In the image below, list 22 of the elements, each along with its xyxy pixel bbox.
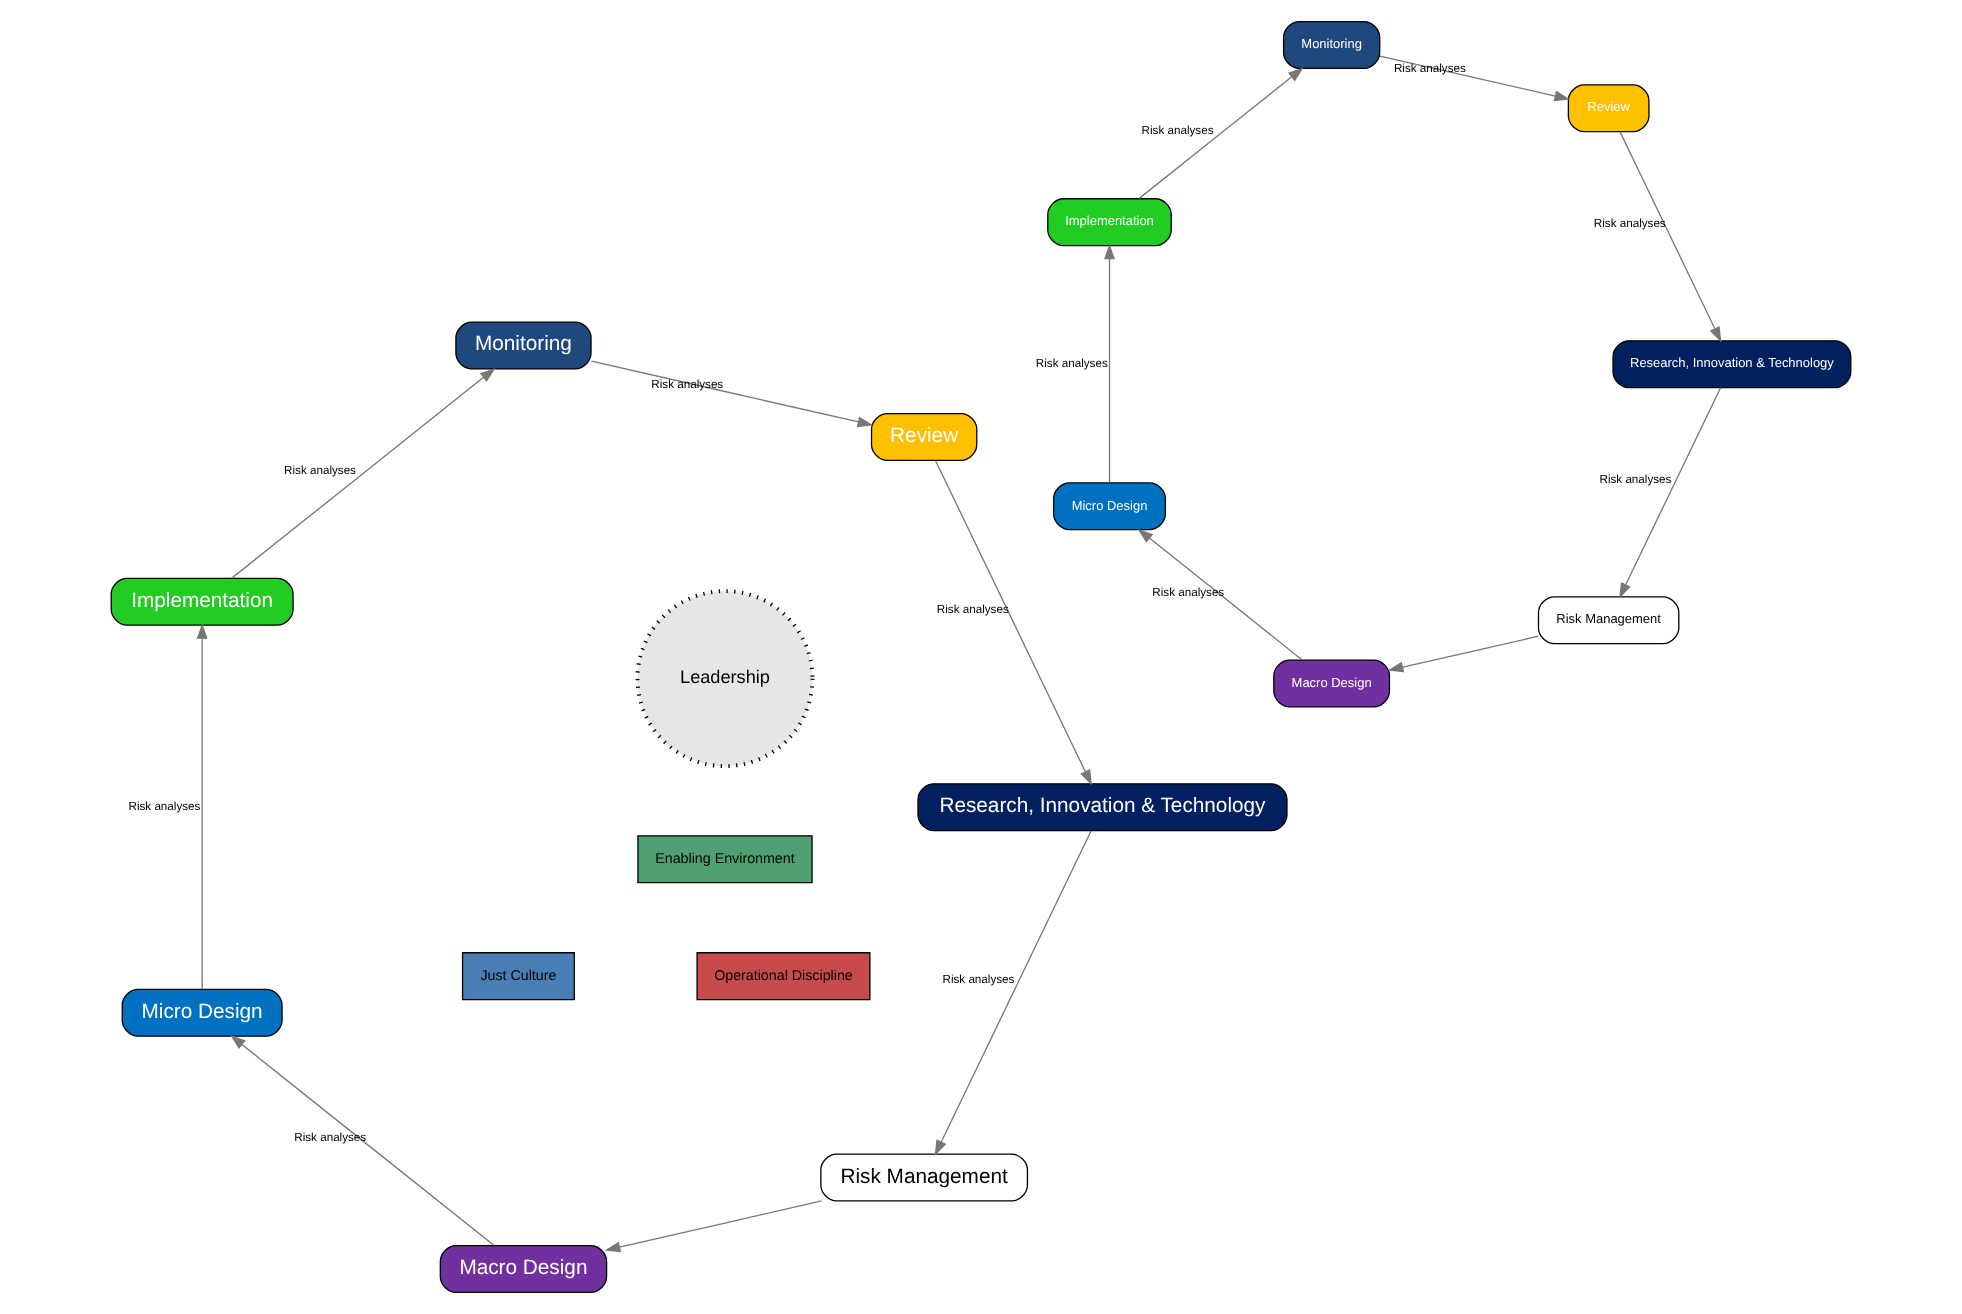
arrow	[1619, 387, 1722, 599]
arrow	[230, 1035, 495, 1246]
node-box: Review	[870, 412, 978, 461]
arrow	[934, 460, 1092, 786]
arrow	[590, 360, 874, 428]
node-circle: Leadership	[635, 589, 815, 769]
arrow	[1619, 131, 1722, 343]
arrow	[604, 1200, 823, 1253]
arrow	[1387, 635, 1540, 673]
arrow	[1104, 243, 1115, 484]
node-box: Research, Innovation & Technology	[917, 783, 1288, 832]
node-box: Monitoring	[455, 321, 592, 370]
node-box: Risk Management	[820, 1153, 1029, 1202]
arrow	[934, 830, 1092, 1156]
node-box: Macro Design	[439, 1244, 608, 1294]
arrow	[196, 623, 208, 990]
node-box: Micro Design	[121, 988, 283, 1037]
arrow	[231, 367, 496, 579]
node-box: Implementation	[110, 577, 294, 626]
arrow	[1138, 67, 1304, 200]
arrow	[1379, 55, 1571, 102]
arrow	[1137, 528, 1303, 661]
